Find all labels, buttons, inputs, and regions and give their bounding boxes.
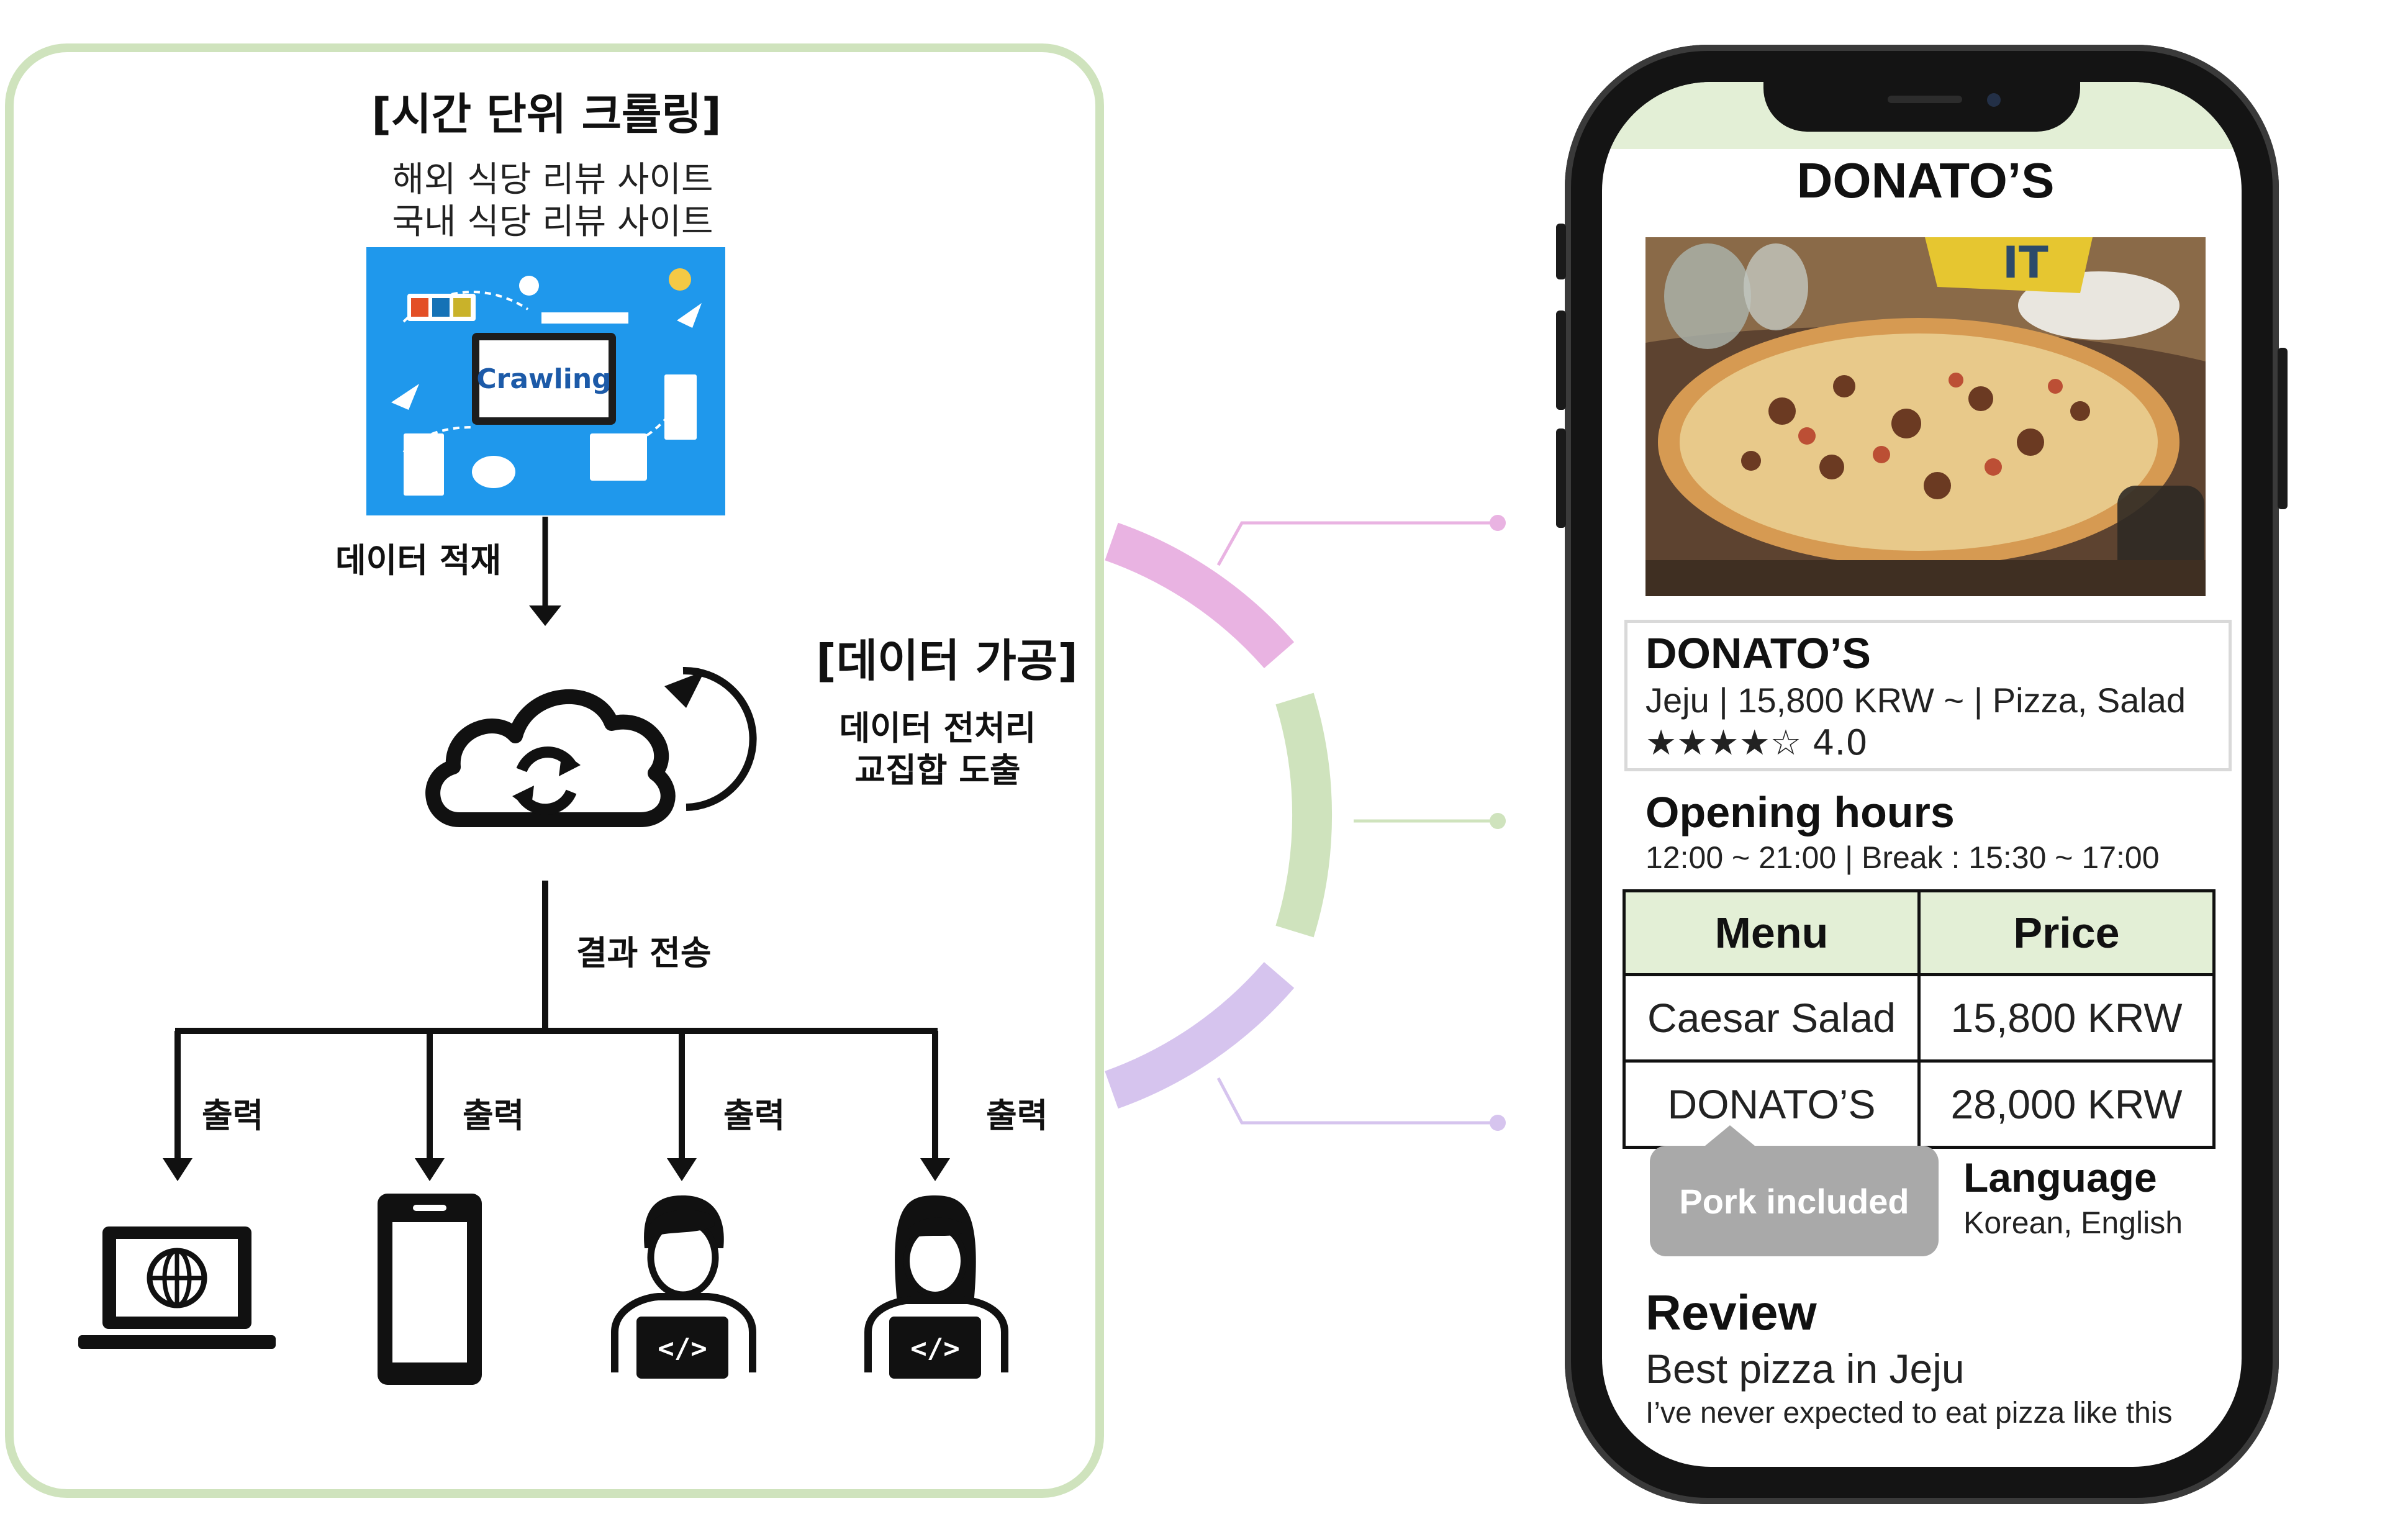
phone-volume-up (1556, 311, 1566, 410)
svg-text:</>: </> (658, 1333, 707, 1364)
source-overseas: 해외 식당 리뷰 사이트 (392, 160, 713, 200)
phone-notch (1763, 75, 2080, 132)
restaurant-details: Jeju | 15,800 KRW ~ | Pizza, Salad (1645, 681, 2186, 720)
crawling-illustration: Crawling (366, 247, 725, 515)
review-title: Review (1645, 1285, 1817, 1340)
opening-hours-text: 12:00 ~ 21:00 | Break : 15:30 ~ 17:00 (1645, 840, 2160, 875)
arc-green (1275, 692, 1333, 938)
review-headline: Best pizza in Jeju (1645, 1346, 1965, 1392)
output-label-phone: 출력 (463, 1096, 525, 1135)
pipeline-flow: </> </> (78, 517, 1008, 1385)
monitor-icon: Crawling (472, 333, 616, 425)
process-step-intersection: 교집합 도출 (854, 751, 1021, 790)
restaurant-rating: ★★★★☆ 4.0 (1645, 723, 1868, 763)
review-text: I’ve never expected to eat pizza like th… (1645, 1397, 2173, 1430)
leader-lavender (1216, 1077, 1496, 1125)
pork-included-badge: Pork included (1650, 1146, 1939, 1256)
svg-text:</>: </> (910, 1333, 959, 1364)
language-text: Korean, English (1963, 1205, 2183, 1240)
store-label: 데이터 적재 (335, 541, 502, 580)
badge-pointer (1701, 1125, 1758, 1149)
output-label-dev2: 출력 (986, 1096, 1048, 1135)
opening-hours-title: Opening hours (1645, 788, 1955, 837)
pizza-photo: IT (1645, 237, 2206, 596)
developer-male-icon: </> (611, 1195, 756, 1379)
svg-text:IT: IT (2003, 237, 2048, 288)
table-row: DONATO’S 28,000 KRW (1623, 1059, 2216, 1149)
process-title: [데이터 가공] (815, 635, 1079, 687)
arc-pink (1105, 522, 1295, 669)
front-camera (1987, 93, 2001, 107)
source-domestic: 국내 식당 리뷰 사이트 (392, 202, 713, 242)
speaker-grille (1888, 96, 1962, 103)
output-label-dev1: 출력 (723, 1096, 785, 1135)
phone-volume-down (1556, 428, 1566, 528)
process-step-preprocess: 데이터 전처리 (839, 709, 1036, 748)
store-arrow-head (529, 605, 561, 626)
arc-lavender (1105, 961, 1295, 1109)
menu-item-price: 28,000 KRW (1917, 1059, 2216, 1149)
crawling-label: Crawling (476, 340, 612, 417)
laptop-icon (78, 1226, 276, 1349)
smartphone-icon (378, 1194, 482, 1385)
crawl-title: [시간 단위 크롤링] (371, 89, 722, 140)
table-row: Caesar Salad 15,800 KRW (1623, 973, 2216, 1063)
menu-header-row: Menu Price (1623, 889, 2216, 976)
language-title: Language (1963, 1154, 2157, 1200)
menu-col-header: Menu (1623, 889, 1921, 976)
phone-mute-switch (1556, 224, 1566, 279)
menu-item-price: 15,800 KRW (1917, 973, 2216, 1063)
restaurant-name: DONATO’S (1645, 629, 1871, 678)
process-cycle-icon (664, 666, 757, 811)
developer-female-icon: </> (864, 1195, 1008, 1379)
menu-item-name: Caesar Salad (1623, 973, 1921, 1063)
restaurant-info-card (1624, 620, 2232, 771)
menu-item-name: DONATO’S (1623, 1059, 1921, 1149)
price-col-header: Price (1917, 889, 2216, 976)
phone-power-button (2278, 348, 2288, 509)
output-label-laptop: 출력 (202, 1096, 264, 1135)
cloud-sync-icon (425, 689, 676, 827)
send-label: 결과 전송 (576, 933, 712, 973)
restaurant-header-title: DONATO’S (1796, 153, 2055, 208)
menu-table: Menu Price Caesar Salad 15,800 KRW DONAT… (1623, 889, 2216, 1149)
leader-pink (1216, 521, 1496, 566)
output-branches (163, 1031, 950, 1181)
